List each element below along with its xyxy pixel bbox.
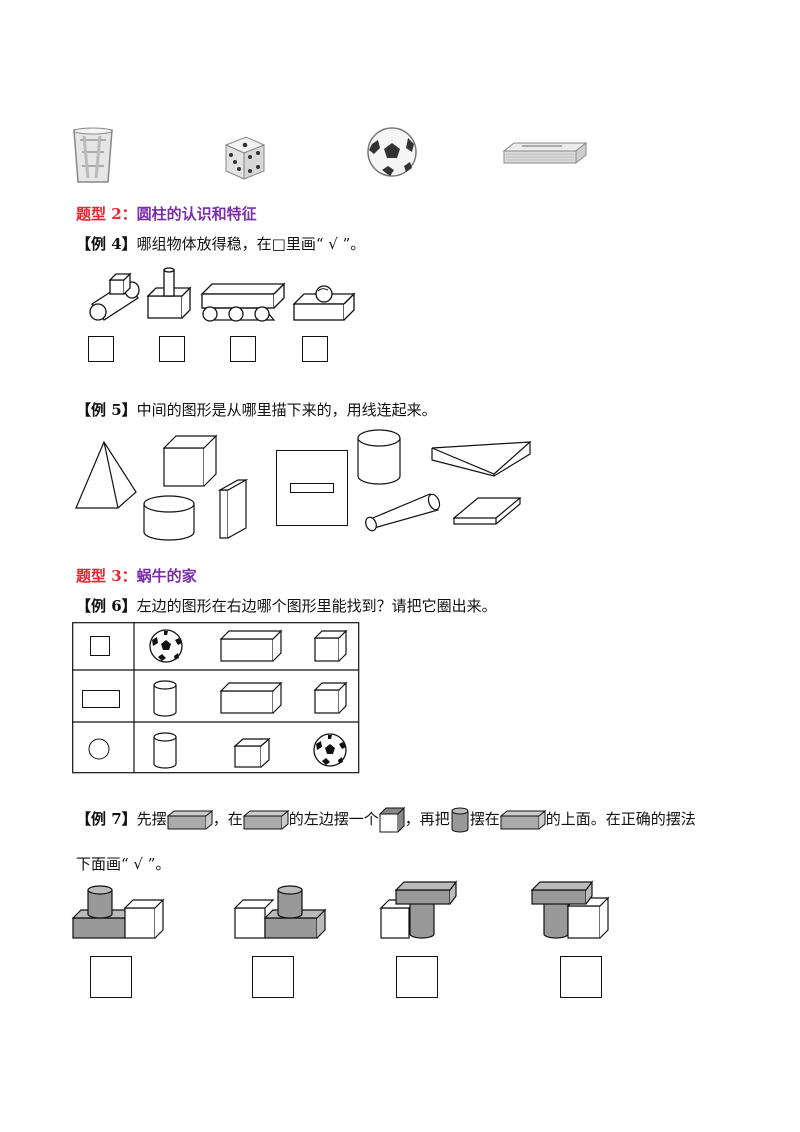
pyramid-shape (75, 440, 137, 509)
example-7-prompt-line-2: 下面画“ √ ”。 (76, 855, 171, 873)
row3-cylinder-option[interactable] (152, 732, 178, 770)
row3-circle-shape (88, 738, 110, 760)
row2-long-box-option[interactable] (219, 681, 283, 714)
inline-long-box-icon-2 (242, 809, 290, 830)
row2-rectangle-shape (82, 690, 120, 708)
flat-slab-shape (452, 497, 522, 525)
ex7-option-4-figure (530, 880, 610, 939)
tall-cylinder-shape (357, 429, 401, 485)
traced-rectangle-shape (290, 483, 334, 493)
example-6-label: 【例 6】 (76, 597, 137, 615)
example-4-label: 【例 4】 (76, 235, 137, 253)
example-7-text-4: ，再把 (404, 810, 450, 828)
inline-cube-icon (378, 806, 405, 833)
example-7-label: 【例 7】 (76, 810, 137, 828)
ex7-option-2-figure (233, 885, 327, 939)
example-7-text-3: 的左边摆一个 (288, 810, 379, 828)
example-7-prompt: 【例 7】先摆 ，在 的左边摆一个 ，再把 摆在 的上面。在正确的摆法 (76, 806, 696, 833)
ex6-table (72, 622, 360, 774)
example-5-text: 中间的图形是从哪里描下来的，用线连起来。 (136, 401, 437, 419)
ex7-answer-box-3[interactable] (396, 956, 438, 998)
ex4-answer-box-4[interactable] (302, 336, 328, 362)
ex4-answer-box-2[interactable] (159, 336, 185, 362)
row3-cube-option[interactable] (233, 737, 271, 768)
ex4-answer-box-1[interactable] (88, 336, 114, 362)
row1-soccer-ball-option[interactable] (148, 628, 184, 664)
example-4-prompt: 【例 4】哪组物体放得稳，在□里画“ √ ”。 (76, 233, 365, 254)
ex7-option-1-figure (71, 885, 165, 939)
thin-box-shape (217, 478, 249, 539)
section-3-title-text: 蜗牛的家 (136, 567, 197, 585)
ex7-option-3-figure (379, 880, 458, 939)
ex7-answer-box-1[interactable] (90, 956, 132, 998)
cube-shape (162, 434, 218, 487)
ex4-figure-box-on-rollers (200, 282, 286, 322)
example-7-text-2: ，在 (212, 810, 243, 828)
section-2-title-prefix: 题型 2： (76, 205, 137, 223)
row3-soccer-ball-option[interactable] (312, 732, 348, 768)
inline-long-box-icon-3 (499, 809, 547, 830)
book-image (502, 141, 588, 165)
row2-cylinder-option[interactable] (152, 680, 178, 718)
row1-square-shape (90, 636, 110, 656)
triangular-prism-shape (431, 441, 532, 477)
example-5-label: 【例 5】 (76, 401, 137, 419)
example-7-text-1: 先摆 (136, 810, 167, 828)
row1-cube-option[interactable] (313, 629, 348, 662)
section-2-title-text: 圆柱的认识和特征 (136, 205, 257, 223)
inline-cylinder-icon (451, 807, 469, 833)
glass-cup-image (73, 127, 113, 183)
example-5-prompt: 【例 5】中间的图形是从哪里描下来的，用线连起来。 (76, 399, 437, 420)
example-6-text: 左边的图形在右边哪个图形里能找到？请把它圈出来。 (136, 597, 497, 615)
ex7-answer-box-2[interactable] (252, 956, 294, 998)
row2-cube-option[interactable] (313, 681, 348, 714)
example-4-text: 哪组物体放得稳，在□里画“ √ ”。 (136, 235, 366, 253)
section-3-title: 题型 3：蜗牛的家 (76, 565, 197, 586)
inline-long-box-icon (166, 809, 214, 830)
ex4-figure-cylinder-on-box (146, 267, 192, 319)
section-2-title: 题型 2：圆柱的认识和特征 (76, 203, 257, 224)
example-7-text-5: 摆在 (469, 810, 500, 828)
ex7-answer-box-4[interactable] (560, 956, 602, 998)
ex4-answer-box-3[interactable] (230, 336, 256, 362)
ex4-figure-cube-on-cylinder (89, 272, 140, 321)
section-3-title-prefix: 题型 3： (76, 567, 137, 585)
row1-long-box-option[interactable] (219, 629, 283, 662)
short-cylinder-shape (143, 495, 195, 541)
soccer-ball-image (367, 127, 417, 177)
example-6-prompt: 【例 6】左边的图形在右边哪个图形里能找到？请把它圈出来。 (76, 595, 497, 616)
lying-cylinder-shape (365, 493, 441, 532)
example-7-text-6: 的上面。在正确的摆法 (545, 810, 696, 828)
ex4-figure-ball-on-box (292, 285, 356, 321)
dice-image (224, 136, 266, 180)
